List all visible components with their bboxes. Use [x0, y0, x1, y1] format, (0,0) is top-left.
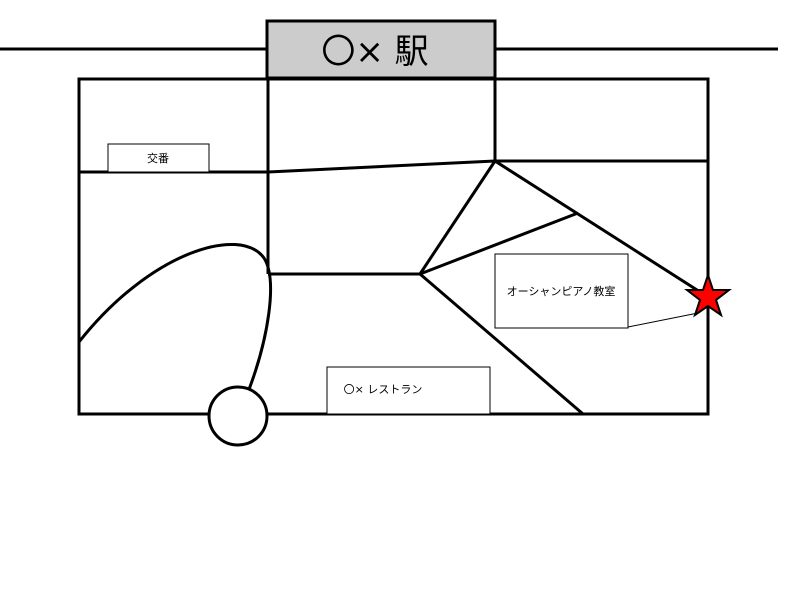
street-curved-road	[77, 243, 273, 393]
street-north-avenue	[267, 159, 496, 174]
piano-school-label: オーシャンピアノ教室	[507, 284, 616, 298]
street-diagonal-south	[419, 272, 584, 416]
star-icon	[684, 271, 732, 318]
map-boundary	[77, 77, 710, 416]
street-diagonal-middle	[419, 211, 579, 276]
street-network	[77, 79, 709, 416]
street-diagonal-to-piano	[494, 159, 709, 299]
station-box	[265, 19, 497, 80]
piano-school-leader-line	[627, 312, 699, 328]
police-box-label-box	[107, 143, 210, 173]
street-diagonal-north	[418, 160, 497, 275]
roundabout-circle	[207, 385, 269, 447]
station-label: 〇× 駅	[321, 32, 428, 72]
restaurant-label-box	[326, 366, 491, 415]
restaurant-landmark: 〇× レストラン	[326, 366, 491, 415]
police-box-landmark: 交番	[107, 143, 210, 173]
piano-school-landmark: オーシャンピアノ教室	[494, 253, 699, 329]
police-box-label: 交番	[147, 151, 169, 165]
piano-school-label-box	[494, 253, 629, 329]
station-building: 〇× 駅	[265, 19, 497, 80]
restaurant-label: 〇× レストラン	[344, 383, 423, 396]
